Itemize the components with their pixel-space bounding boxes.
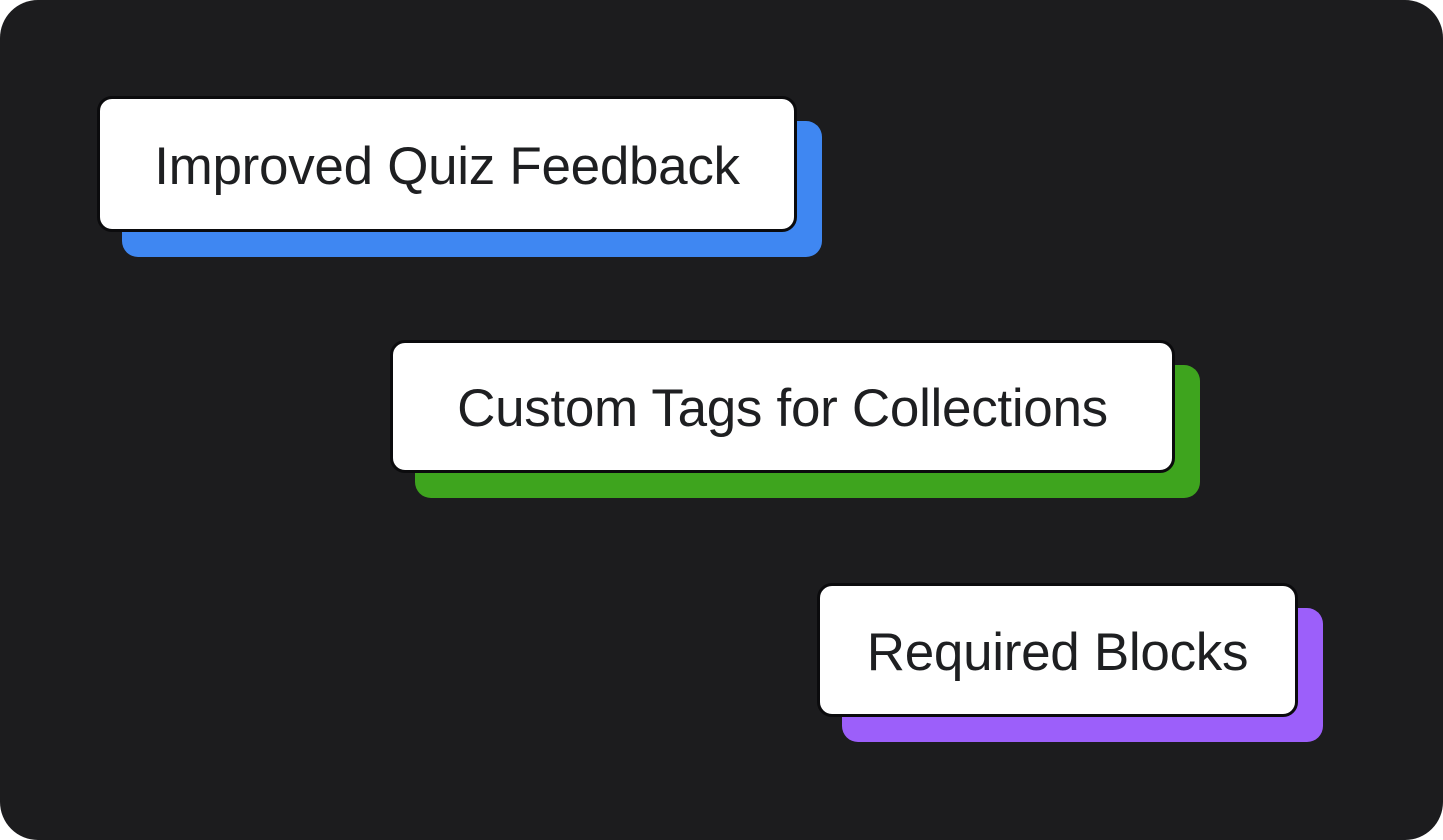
feature-card-group-custom-tags-for-collections: Custom Tags for Collections [390, 340, 1200, 498]
feature-card-group-required-blocks: Required Blocks [817, 583, 1323, 742]
feature-card-custom-tags-for-collections[interactable]: Custom Tags for Collections [390, 340, 1175, 473]
card-label: Required Blocks [866, 622, 1249, 682]
feature-card-improved-quiz-feedback[interactable]: Improved Quiz Feedback [97, 96, 797, 232]
feature-card-required-blocks[interactable]: Required Blocks [817, 583, 1298, 717]
card-label: Improved Quiz Feedback [154, 136, 740, 196]
card-label: Custom Tags for Collections [457, 379, 1108, 438]
feature-card-group-improved-quiz-feedback: Improved Quiz Feedback [97, 96, 822, 257]
